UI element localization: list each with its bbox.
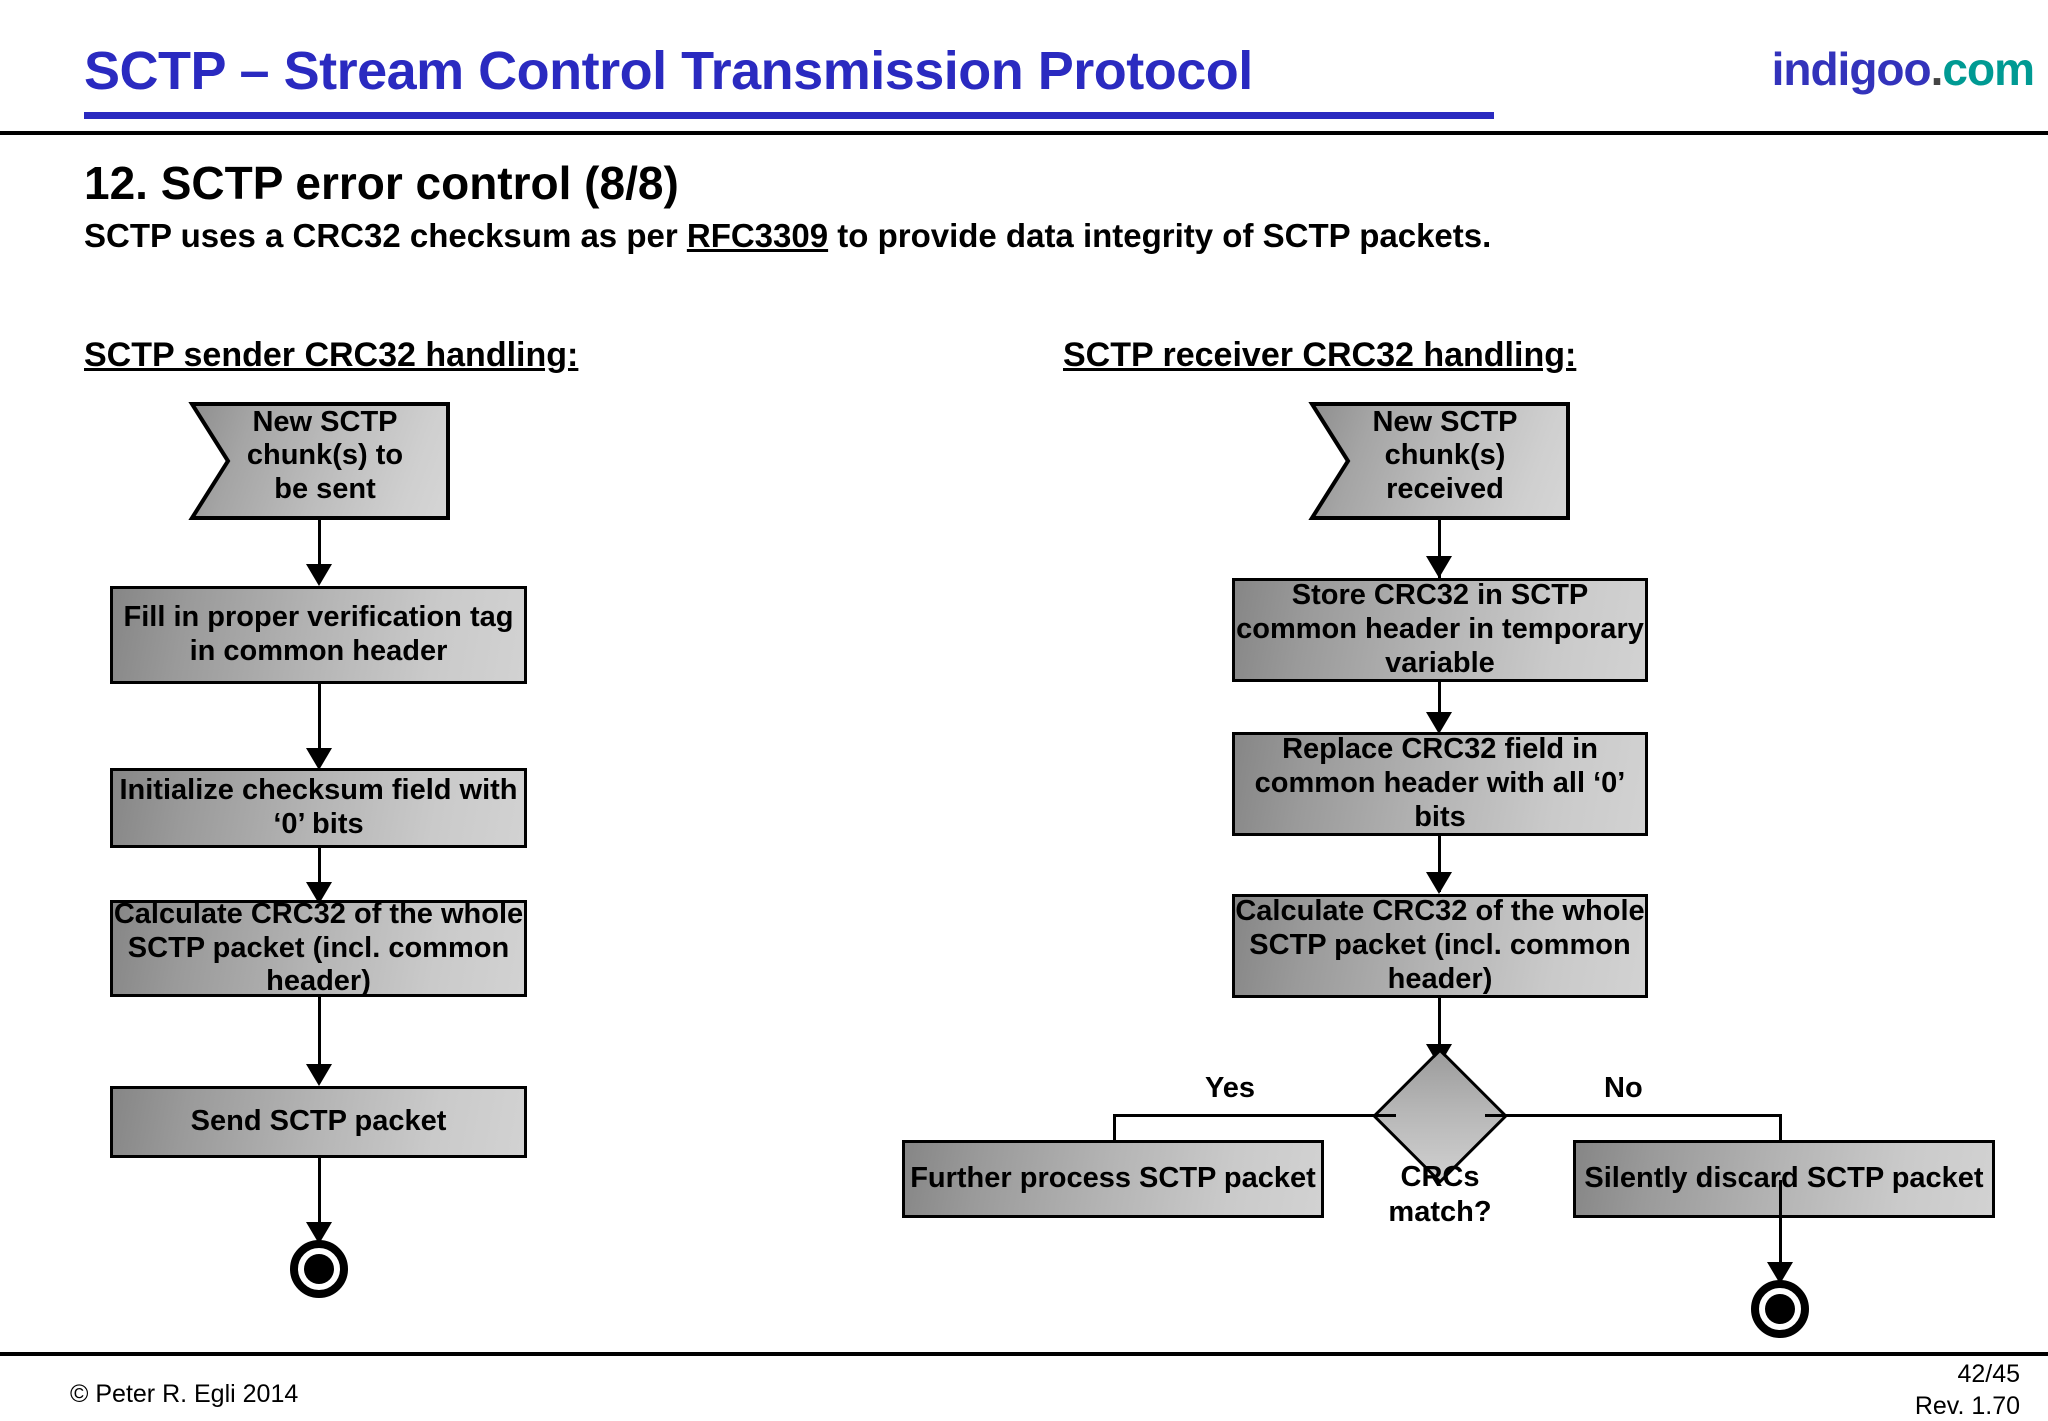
sender-step-4: Send SCTP packet [110, 1086, 527, 1158]
receiver-end-arrow [1767, 1262, 1793, 1284]
sender-step-2-label: Initialize checksum field with ‘0’ bits [119, 774, 518, 840]
receiver-connector-2 [1438, 682, 1441, 730]
sender-step-3: Calculate CRC32 of the whole SCTP packet… [110, 897, 527, 998]
no-branch-line [1485, 1114, 1781, 1117]
sender-step-4-label: Send SCTP packet [190, 1105, 447, 1138]
receiver-column-title: SCTP receiver CRC32 handling: [1063, 336, 1577, 374]
sender-arrow-5 [306, 1222, 332, 1244]
sender-step-1: Fill in proper verification tag in commo… [110, 586, 527, 684]
sender-arrow-1 [306, 564, 332, 586]
sender-connector-1 [318, 520, 321, 578]
sender-connector-5 [318, 1158, 321, 1242]
brand-name: indigoo [1771, 43, 1932, 95]
crc-match-decision-label: CRCs match? [1388, 1161, 1492, 1228]
receiver-arrow-1 [1426, 556, 1452, 578]
receiver-start-label: New SCTP chunk(s) received [1372, 406, 1518, 505]
sender-step-1-label: Fill in proper verification tag in commo… [123, 601, 514, 667]
footer-divider [0, 1352, 2048, 1356]
sender-end-node [290, 1240, 348, 1298]
subtitle-text-before: SCTP uses a CRC32 checksum as per [84, 217, 687, 254]
receiver-arrow-3 [1426, 872, 1452, 894]
silently-discard-label: Silently discard SCTP packet [1584, 1162, 1984, 1195]
sender-step-2: Initialize checksum field with ‘0’ bits [110, 768, 527, 848]
footer-revision: Rev. 1.70 [1914, 1392, 2020, 1420]
title-underline [84, 112, 1494, 119]
sender-connector-2 [318, 684, 321, 764]
further-process-box: Further process SCTP packet [902, 1140, 1324, 1218]
receiver-arrow-2 [1426, 712, 1452, 734]
page-title: SCTP – Stream Control Transmission Proto… [84, 41, 1253, 101]
sender-arrow-4 [306, 1064, 332, 1086]
sender-arrow-2 [306, 748, 332, 770]
receiver-step-3: Calculate CRC32 of the whole SCTP packet… [1232, 894, 1648, 998]
yes-branch-label: Yes [1205, 1072, 1255, 1104]
receiver-connector-3 [1438, 836, 1441, 892]
section-subtitle: SCTP uses a CRC32 checksum as per RFC330… [84, 217, 1491, 255]
sender-start-label: New SCTP chunk(s) to be sent [246, 406, 404, 505]
sender-connector-3 [318, 848, 321, 898]
receiver-connector-4 [1438, 998, 1441, 1064]
sender-column-title: SCTP sender CRC32 handling: [84, 336, 579, 374]
receiver-connector-end [1779, 1180, 1782, 1282]
header-divider [0, 131, 2048, 135]
slide-header: SCTP – Stream Control Transmission Proto… [0, 0, 2048, 132]
silently-discard-box: Silently discard SCTP packet [1573, 1140, 1995, 1218]
further-process-label: Further process SCTP packet [910, 1162, 1316, 1195]
receiver-step-3-label: Calculate CRC32 of the whole SCTP packet… [1235, 895, 1645, 995]
receiver-step-1-label: Store CRC32 in SCTP common header in tem… [1236, 579, 1644, 679]
sender-connector-4 [318, 997, 321, 1081]
section-title: 12. SCTP error control (8/8) [84, 157, 679, 209]
receiver-step-2-label: Replace CRC32 field in common header wit… [1254, 733, 1626, 833]
receiver-end-node [1751, 1280, 1809, 1338]
brand-tld: com [1942, 43, 2035, 95]
brand-logo: indigoo.com [1771, 42, 2035, 96]
brand-dot: . [1930, 43, 1944, 95]
sender-arrow-3 [306, 882, 332, 904]
footer-copyright: © Peter R. Egli 2014 [70, 1380, 299, 1408]
subtitle-text-after: to provide data integrity of SCTP packet… [828, 217, 1492, 254]
rfc3309-link[interactable]: RFC3309 [686, 217, 829, 254]
footer-page-number: 42/45 [1957, 1360, 2020, 1388]
receiver-step-2: Replace CRC32 field in common header wit… [1232, 732, 1648, 836]
sender-step-3-label: Calculate CRC32 of the whole SCTP packet… [113, 897, 524, 998]
no-branch-label: No [1604, 1072, 1643, 1104]
receiver-connector-1 [1438, 520, 1441, 578]
yes-branch-line [1113, 1114, 1396, 1117]
receiver-step-1: Store CRC32 in SCTP common header in tem… [1232, 578, 1648, 682]
